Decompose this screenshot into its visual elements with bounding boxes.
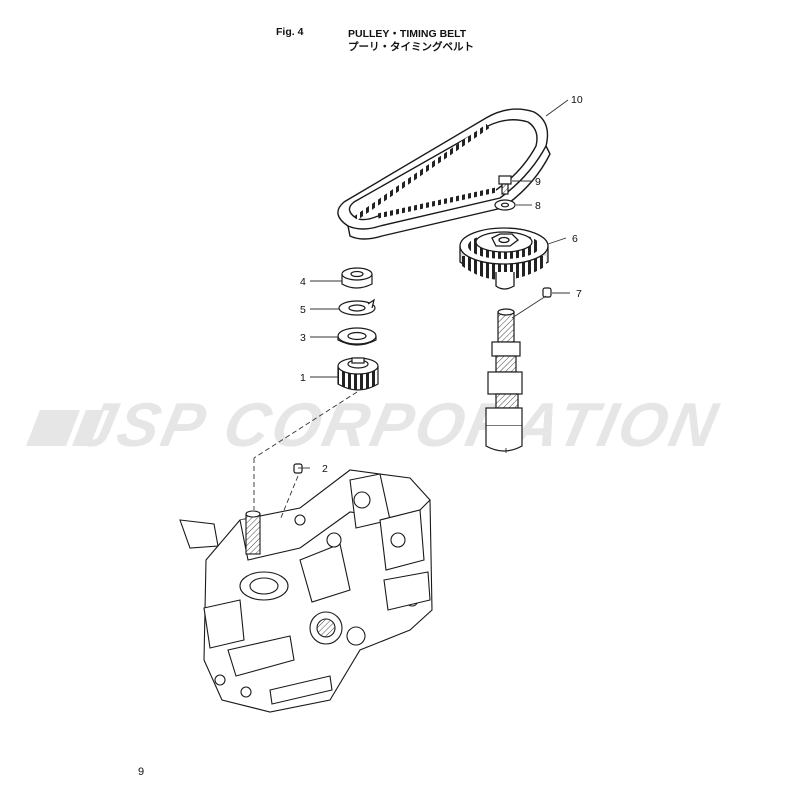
lock-washer-part [338, 298, 376, 316]
washer-part-3 [337, 327, 377, 346]
key-part-2 [293, 463, 303, 474]
engine-block [179, 469, 433, 713]
diagram-title: PULLEY・TIMING BELT [348, 28, 467, 40]
callout-8: 8 [535, 200, 541, 212]
key-part-7 [542, 287, 552, 298]
washer-part-8 [494, 199, 516, 211]
figure-label: Fig. 4 [276, 26, 304, 38]
callout-6: 6 [572, 233, 578, 245]
timing-belt [337, 108, 551, 240]
callout-9: 9 [535, 176, 541, 188]
callout-2: 2 [322, 463, 328, 475]
page-number: 9 [138, 766, 145, 778]
drive-pulley [337, 357, 379, 391]
callout-5: 5 [300, 304, 306, 316]
bolt-part [498, 175, 512, 195]
header: Fig. 4 PULLEY・TIMING BELT プーリ・タイミングベルト [0, 0, 800, 60]
callout-10: 10 [571, 94, 583, 106]
camshaft [485, 308, 523, 452]
callout-4: 4 [300, 276, 306, 288]
callout-labels: 1 2 3 4 5 6 7 8 9 10 [300, 94, 583, 475]
watermark: JSP CORPORATION [74, 391, 726, 460]
nut-part [341, 267, 373, 289]
assembly-lines [253, 391, 507, 521]
watermark-logo-mark [26, 410, 104, 446]
callout-7: 7 [576, 288, 582, 300]
callout-3: 3 [300, 332, 306, 344]
driven-pulley [459, 227, 549, 290]
leader-lines [298, 99, 570, 469]
diagram-subtitle: プーリ・タイミングベルト [348, 41, 474, 53]
callout-1: 1 [300, 372, 306, 384]
